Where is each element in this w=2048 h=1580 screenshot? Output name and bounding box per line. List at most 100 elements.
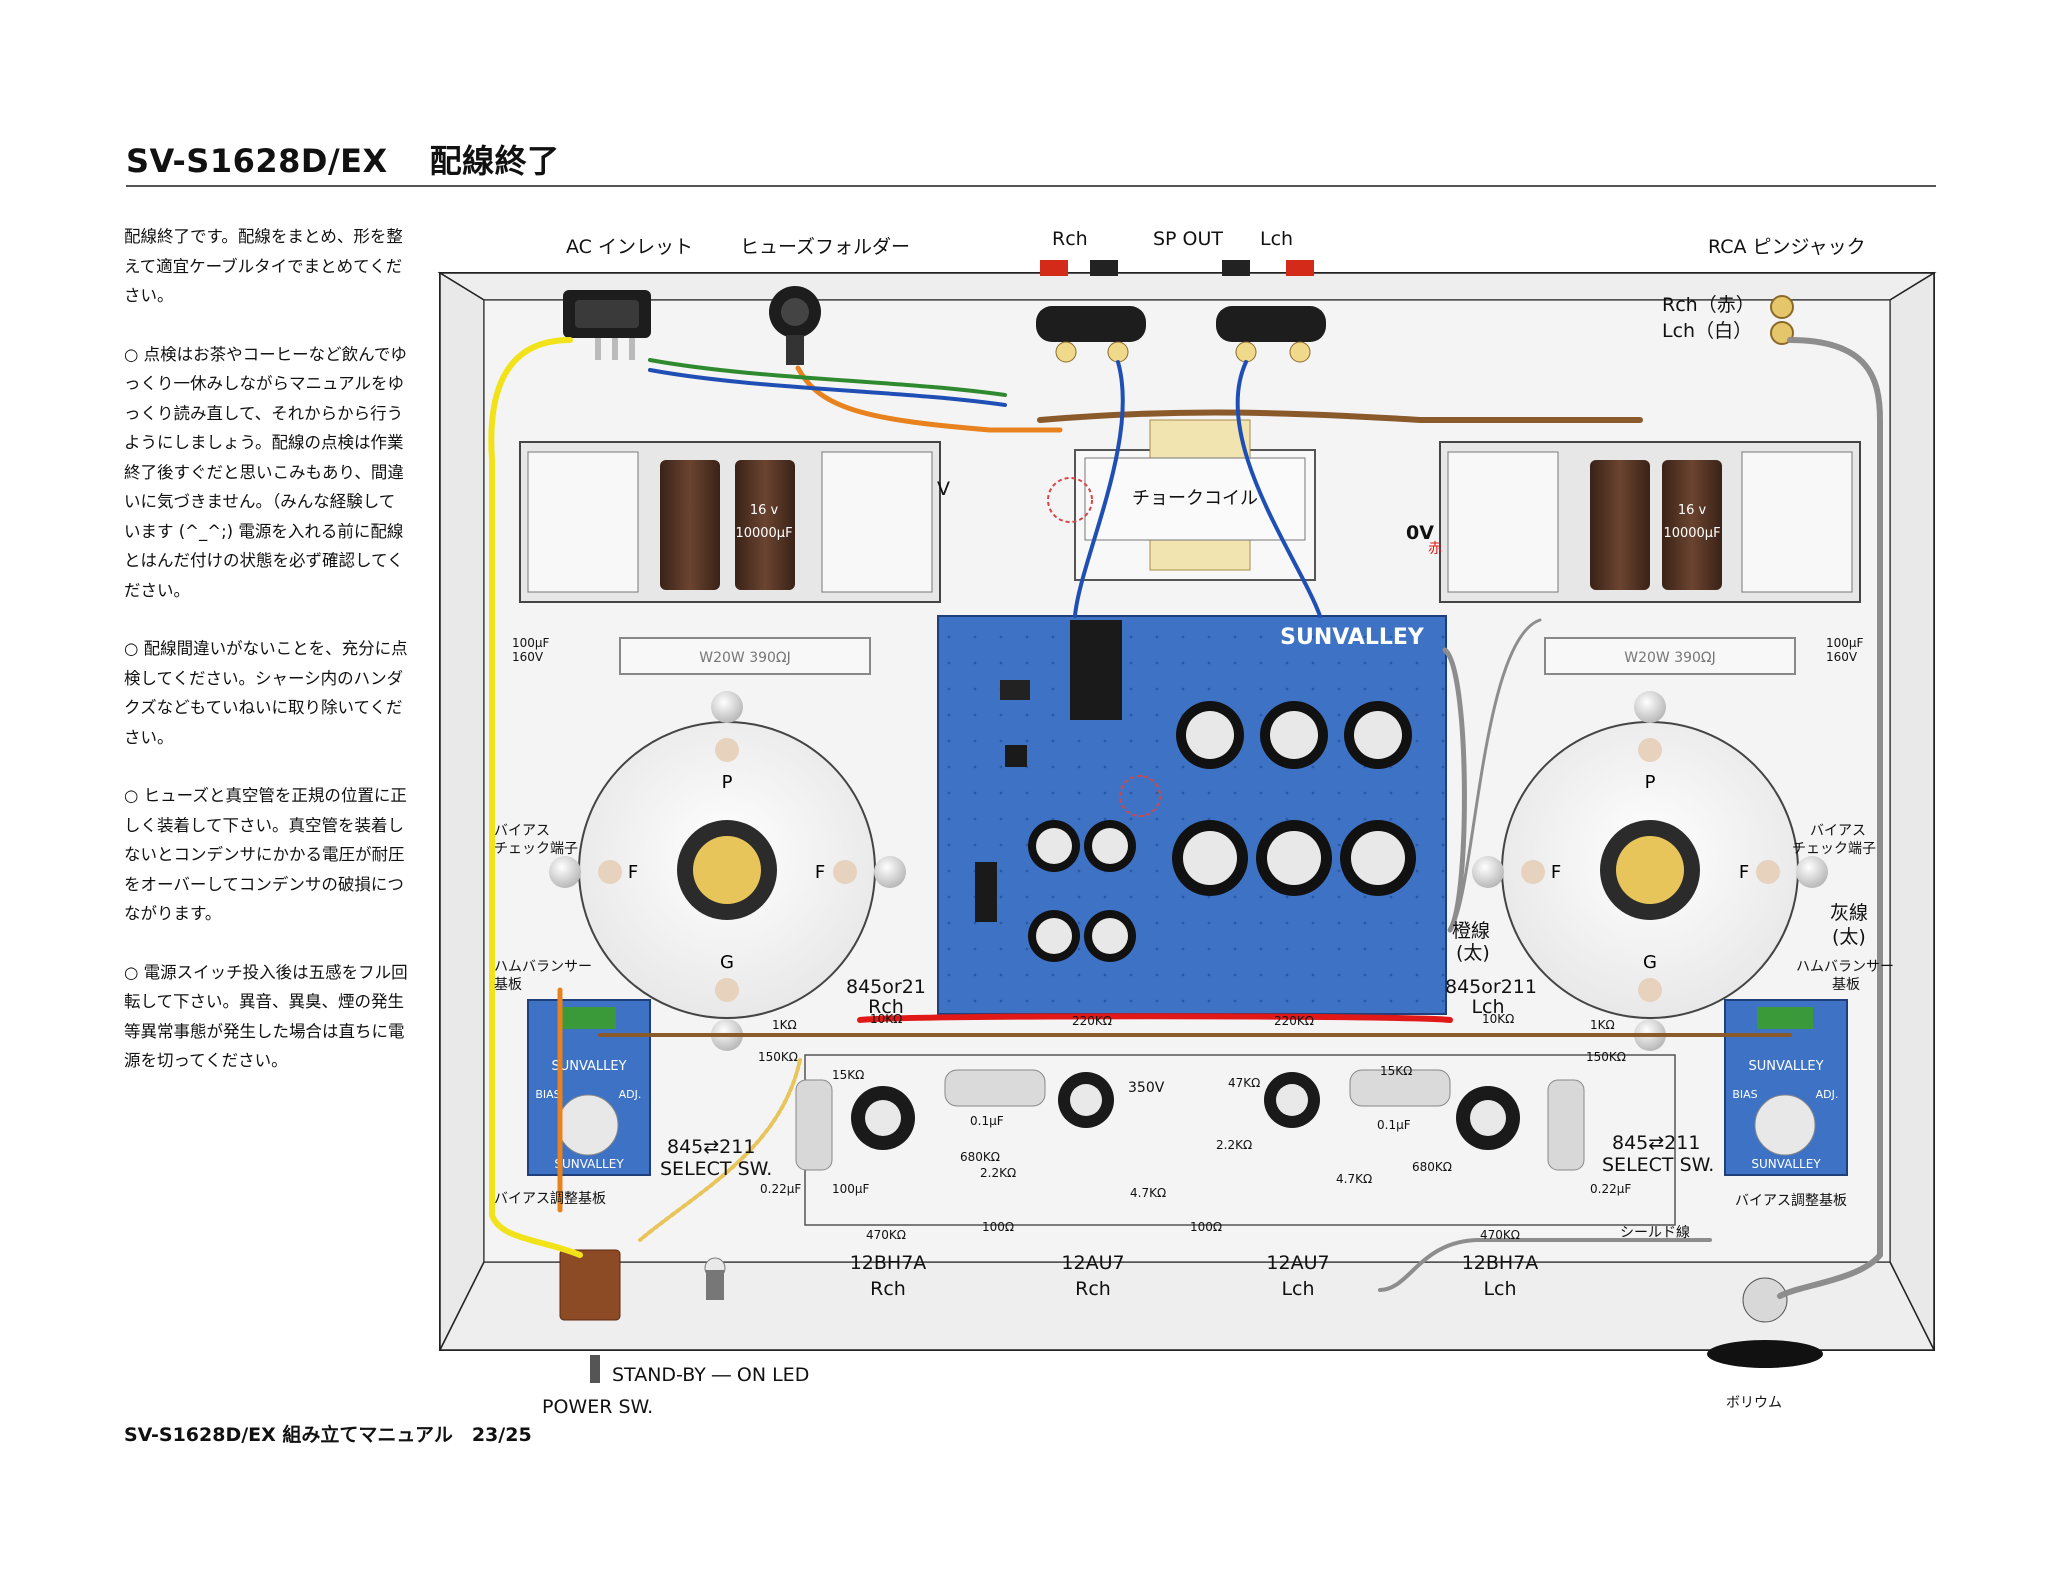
res-15k-right: 15KΩ [1380,1064,1413,1078]
res-1k-right: 1KΩ [1590,1018,1615,1032]
fuse-holder [769,286,821,365]
cap-022-right: 0.22μF [1590,1182,1632,1196]
cap-10000-right: 10000μF [1663,526,1720,541]
tube-12au7-rch: 12AU7 [1061,1252,1125,1274]
wire-gray-a: 灰線 [1830,902,1869,924]
res-4-7k-right: 4.7KΩ [1336,1172,1373,1186]
res-10k-left: 10KΩ [870,1012,903,1026]
res-2-2k-left: 2.2KΩ [980,1166,1017,1180]
select-right-b: SELECT SW. [1602,1154,1715,1176]
label-rca-rch: Rch（赤） [1662,294,1755,316]
bias-board-brand2-lch: SUNVALLEY [1751,1157,1821,1171]
lower-tube-area [795,1054,1676,1226]
check-mark-choke [1047,477,1093,523]
select-left-a: 845⇄211 [667,1136,756,1158]
cap100-left-a: 100μF [512,636,550,650]
tube-12bh7a-rch-ch: Rch [870,1278,906,1300]
cap100-left-b: 160V [512,650,544,664]
tube-845-lch-a: 845or211 [1445,976,1537,998]
select-right-a: 845⇄211 [1612,1132,1701,1154]
right-smoothing-block [1439,441,1861,675]
adj-text-lch: ADJ. [1816,1088,1839,1101]
ham-right-a: ハムバランサー [1796,959,1894,975]
label-ac-inlet: AC インレット [566,236,693,258]
tube-socket-845-rch [549,691,906,1051]
pin-f2-rch: F [815,862,825,883]
ham-left-b: 基板 [494,977,522,993]
note-4: ○ ヒューズと真空管を正規の位置に正しく装着して下さい。真空管を装着しないとコン… [124,786,407,923]
page-heading: 配線終了 [429,142,560,180]
cap-16v-right: 16 v [1678,503,1707,518]
main-circuit-board [937,615,1447,1015]
volume-pot [1707,1277,1823,1368]
bias-board-brand-lch: SUNVALLEY [1748,1059,1823,1074]
tube-845-rch-a: 845or21 [846,976,926,998]
ham-right-b: 基板 [1832,977,1860,993]
pin-g-rch: G [720,952,734,973]
adj-text-rch: ADJ. [619,1088,642,1101]
pin-f1-rch: F [628,862,638,883]
res-15k-left: 15KΩ [832,1068,865,1082]
res-4-7k-left: 4.7KΩ [1130,1186,1167,1200]
tube-12au7-lch: 12AU7 [1266,1252,1330,1274]
ac-inlet [563,290,651,360]
model-name: SV-S1628D/EX [126,142,388,180]
tube-845-lch-b: Lch [1471,996,1505,1018]
bias-check-right-a: バイアス [1810,823,1866,839]
cap-01-right: 0.1μF [1377,1118,1411,1132]
wiring [488,337,1883,1299]
board-brand: SUNVALLEY [1280,625,1425,650]
pin-g-lch: G [1643,952,1657,973]
label-volume: ボリウム [1726,1395,1782,1411]
res-680k-left: 680KΩ [960,1150,1000,1164]
label-350v: 350V [1128,1080,1165,1096]
power-switch-assembly [559,1249,726,1383]
bias-board-rch [527,999,651,1176]
tube-12bh7a-lch-ch: Lch [1483,1278,1517,1300]
cap100-right-a: 100μF [1826,636,1864,650]
check-mark-board [1119,775,1161,817]
res-680k-right: 680KΩ [1412,1160,1452,1174]
instructions-panel: 配線終了です。配線をまとめ、形を整えて適宜ケーブルタイでまとめてください。 ○ … [124,222,409,1105]
choke-label: チョークコイル [1132,488,1258,509]
res-2-2k-right: 2.2KΩ [1216,1138,1253,1152]
tube-12au7-lch-ch: Lch [1281,1278,1315,1300]
label-power-sw: POWER SW. [542,1396,654,1418]
label-rch-top: Rch [1052,228,1088,250]
bias-board-brand-rch: SUNVALLEY [551,1059,626,1074]
res-470k-right: 470KΩ [1480,1228,1520,1242]
pin-f2-lch: F [1739,862,1749,883]
tube-12au7-rch-ch: Rch [1075,1278,1111,1300]
bias-check-right-b: チェック端子 [1792,841,1876,857]
tube-12bh7a-lch: 12BH7A [1461,1252,1539,1274]
res-150k-right: 150KΩ [1586,1050,1626,1064]
label-lch-top: Lch [1260,228,1294,250]
bias-board-label-right: バイアス調整基板 [1735,1193,1847,1209]
tube-845-rch-b: Rch [868,996,904,1018]
res-100-left: 100Ω [982,1220,1015,1234]
cap-10000-left: 10000μF [735,526,792,541]
pin-p-rch: P [722,772,733,793]
wire-orange-b: (太) [1456,942,1490,964]
res-150k-left: 150KΩ [758,1050,798,1064]
res-100-right: 100Ω [1190,1220,1223,1234]
left-smoothing-block [519,441,941,675]
ham-left-a: ハムバランサー [494,959,592,975]
wire-gray-b: (太) [1832,926,1866,948]
page-title: SV-S1628D/EX 配線終了 [126,136,560,182]
label-shield-wire: シールド線 [1620,1225,1690,1241]
label-fuse-holder: ヒューズフォルダー [740,236,911,258]
tube-socket-845-lch [1472,691,1828,1051]
label-v: V [937,478,950,500]
note-1: 配線終了です。配線をまとめ、形を整えて適宜ケーブルタイでまとめてください。 [124,227,403,305]
bias-board-label-left: バイアス調整基板 [494,1191,606,1207]
tube-12bh7a-rch: 12BH7A [849,1252,927,1274]
note-2: ○ 点検はお茶やコーヒーなど飲んでゆっくり一休みしながらマニュアルをゆっくり読み… [124,344,407,600]
rca-jacks [1770,295,1794,345]
res-220k-left: 220KΩ [1072,1014,1112,1028]
bias-board-brand2-rch: SUNVALLEY [554,1157,624,1171]
bias-text-rch: BIAS [535,1088,560,1101]
label-standby-led: STAND-BY ― ON LED [612,1364,810,1386]
bias-board-lch [1724,999,1848,1176]
